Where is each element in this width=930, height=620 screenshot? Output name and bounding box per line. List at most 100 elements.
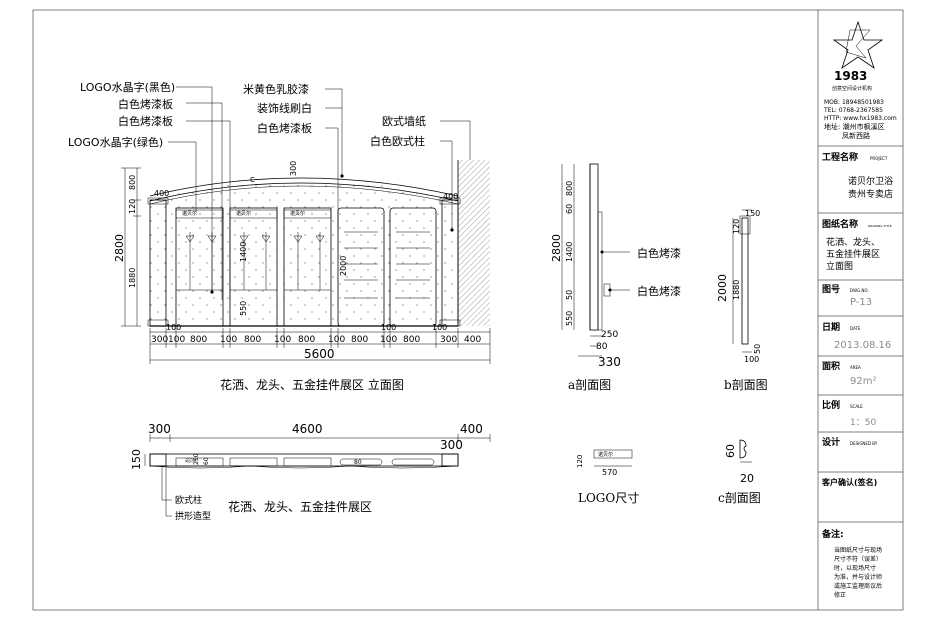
dim-b-100d: 100 [328,335,345,345]
note-line-3: 时，以现场尺寸 [834,564,876,572]
b-dim-2000: 2000 [716,274,729,302]
b-dim-50: 50 [753,344,762,354]
plan-dim-400: 400 [460,422,483,436]
note-line-1: 当图纸尺寸与现场 [834,546,882,554]
a-dim-2800: 2800 [550,234,563,262]
drawing-name-1: 花洒、龙头、 [826,236,880,248]
project-value-2: 贵州专卖店 [848,188,893,200]
plan-dim-300: 300 [148,422,171,436]
b-dim-150: 150 [745,209,760,218]
design-label-en: DESIGNED BY [850,441,878,446]
elevation-title: 花洒、龙头、五金挂件展区 立面图 [220,377,404,392]
callout-trim-white: 装饰线刷白 [257,101,312,115]
plan-note-column: 欧式柱 [175,494,202,506]
date-label-en: DATE [850,326,861,331]
b-section-title: b剖面图 [724,378,768,392]
dim-b-100c: 100 [274,335,291,345]
callout-white-panel-3: 白色烤漆板 [257,121,312,135]
c-section-title: c剖面图 [718,491,761,505]
hardware-panel-2 [389,207,437,327]
dim-b-800c: 800 [298,335,315,345]
dim-b-800e: 800 [403,335,420,345]
c-dim-20: 20 [740,472,754,485]
dim-top-right-400: 400 [443,192,458,201]
plan-texts: 300 4600 400 300 150 250 60 80 欧式柱 拱形造型 … [130,422,483,522]
logo-size-title: LOGO尺寸 [578,491,639,505]
drawing-no-label: 图号 [822,284,840,295]
contact-line-1: MOB: 18948501983 [824,99,884,106]
project-label-en: PROJECT [870,156,888,161]
a-callout-2: 白色烤漆 [637,284,681,298]
dim-2000: 2000 [339,256,348,276]
dim-top-left-400: 400 [154,189,169,198]
a-dim-1400: 1400 [565,242,574,262]
logo-dim-120: 120 [576,455,584,468]
plan-logo-mark: 诺贝尔 [185,457,197,463]
scale-label: 比例 [822,399,840,411]
c-section-view: 60 20 c剖面图 [718,439,761,505]
dim-b-100e: 100 [380,335,397,345]
dim-1400: 1400 [239,242,248,262]
plan-dim-4600: 4600 [292,422,323,436]
title-block: 1983 创意空间设计机构 MOB: 18948501983 TEL: 0768… [818,20,903,599]
dim-b-800a: 800 [190,335,207,345]
project-value-1: 诺贝尔卫浴 [848,175,893,187]
a-dim-60: 60 [565,204,574,214]
dim-small-100-c: 100 [432,323,447,332]
dim-small-100-b: 100 [381,323,396,332]
a-callout-1: 白色烤漆 [637,246,681,260]
b-dim-120: 120 [732,219,741,234]
dim-2800-total: 2800 [113,234,126,262]
brand-star-icon [832,20,884,70]
callout-logo-black: LOGO水晶字(黑色) [80,80,175,94]
b-dim-100: 100 [744,355,759,364]
logo-mark-3: 诺贝尔 [290,210,305,217]
sheet-frame [32,9,904,611]
contact-line-3: HTTP: www.hx1983.com [824,115,897,122]
logo-size-mark: 诺贝尔 [598,451,613,458]
note-line-5: 或施工监理商议后 [834,582,882,590]
elevation-view [121,86,491,364]
c-dim-60: 60 [724,444,737,458]
plan-dim-60: 60 [203,457,210,465]
dim-b-100a: 100 [168,335,185,345]
elevation-dimensions: 800 120 1880 2800 400 300 400 1400 550 2… [113,161,481,361]
dim-small-100-a: 100 [166,323,181,332]
contact-line-5: 凤新西路 [842,131,870,140]
a-section-view [561,163,630,357]
plan-dim-80: 80 [354,459,362,466]
a-section-title: a剖面图 [568,378,611,392]
brand-sub: 创意空间设计机构 [832,85,872,92]
logo-dim-570: 570 [602,468,617,477]
dim-top-300: 300 [289,161,298,176]
contact-line-4: 地址: 潮州市枫溪区 [824,122,885,131]
note-line-6: 修正 [834,591,846,599]
b-section-view [732,209,752,353]
elevation-callouts: LOGO水晶字(黑色) 白色烤漆板 白色烤漆板 LOGO水晶字(绿色) 米黄色乳… [68,80,426,149]
scale-label-en: SCALE [850,404,863,409]
a-dim-800: 800 [565,181,574,196]
b-section-texts: 150 120 1880 50 2000 100 b剖面图 [716,209,768,392]
dim-b-800b: 800 [244,335,261,345]
logo-mark-1: 诺贝尔 [182,210,197,217]
scale-value: 1：50 [850,418,876,428]
a-dim-50a: 50 [565,290,574,300]
dim-120: 120 [128,199,137,214]
project-label: 工程名称 [822,151,858,163]
callout-white-panel-2: 白色烤漆板 [118,114,173,128]
section-cut-label: C [250,176,255,184]
shower-panel-2 [229,207,278,327]
logo-size-view: 诺贝尔 120 570 LOGO尺寸 [576,449,639,505]
a-dim-250: 250 [601,330,618,340]
callout-white-panel-1: 白色烤漆板 [118,97,173,111]
drawing-no-label-en: DWG.NO. [850,288,869,293]
note-label: 备注: [821,528,844,540]
dim-800: 800 [128,175,137,190]
callout-logo-green: LOGO水晶字(绿色) [68,135,163,149]
dim-b-400: 400 [464,335,481,345]
callout-white-column: 白色欧式柱 [370,134,425,148]
plan-dim-250: 250 [193,453,200,465]
contact-line-2: TEL: 0768-2367585 [823,107,883,114]
plan-view [144,434,491,517]
